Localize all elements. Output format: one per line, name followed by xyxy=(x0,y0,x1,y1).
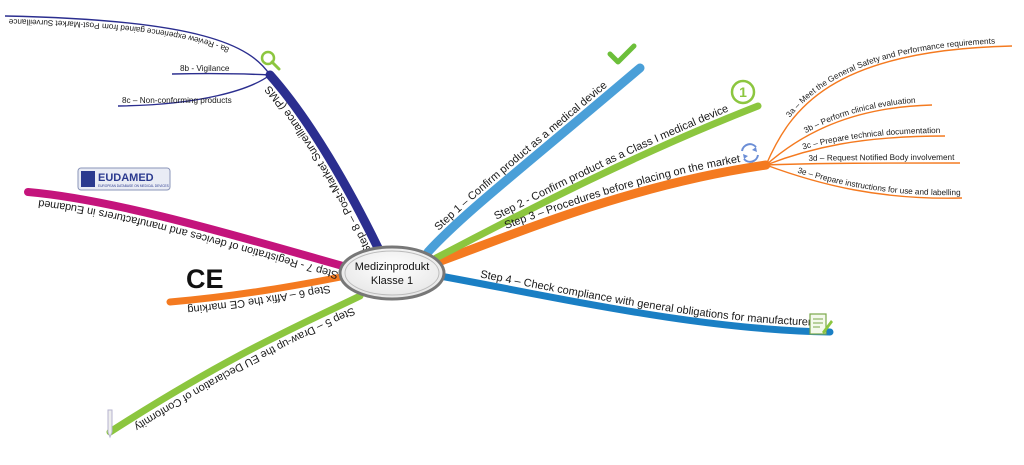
center-title-line2: Klasse 1 xyxy=(371,275,413,287)
eudamed-logo: EUDAMED EUROPEAN DATABASE ON MEDICAL DEV… xyxy=(77,167,171,191)
label-3d: 3d – Request Notified Body involvement xyxy=(808,153,955,163)
eudamed-logo-text: EUDAMED xyxy=(98,172,154,184)
branch-step4-line xyxy=(436,272,834,336)
label-8b: 8b - Vigilance xyxy=(180,64,230,73)
branch-step2-line xyxy=(432,102,762,262)
label-step5: Step 5 – Draw-up the EU Declaration of C… xyxy=(132,304,357,433)
label-3e: 3e – Prepare instructions for use and la… xyxy=(796,166,961,197)
branch-step5-line xyxy=(106,292,364,436)
document-pen-icon xyxy=(809,313,833,335)
label-8c: 8c – Non-conforming products xyxy=(122,96,232,105)
branch-step1-line xyxy=(423,63,645,257)
checkmark-icon xyxy=(607,43,637,65)
label-step8: Step 8 – Post-Market Surveillance (PMS xyxy=(263,83,375,255)
number-one-digit: 1 xyxy=(739,84,747,100)
magnifier-icon xyxy=(260,50,281,71)
refresh-icon xyxy=(741,143,759,163)
center-title-line1: Medizinprodukt xyxy=(355,261,430,273)
branch-step6-line xyxy=(166,272,350,306)
sub-line-8b xyxy=(171,72,271,76)
ce-mark-text: CE xyxy=(186,264,224,294)
branch-step3-line xyxy=(433,160,771,267)
ce-mark-icon: CE xyxy=(186,264,224,294)
eudamed-logo-tagline: EUROPEAN DATABASE ON MEDICAL DEVICES xyxy=(98,184,169,188)
label-step4: Step 4 – Check compliance with general o… xyxy=(479,269,817,329)
branch-step8-line xyxy=(265,70,385,257)
pen-icon xyxy=(107,409,113,439)
sub-line-3d xyxy=(765,162,961,166)
center-node: Medizinprodukt Klasse 1 xyxy=(338,245,446,301)
branch-step7-line xyxy=(24,188,354,272)
number-one-icon: 1 xyxy=(730,79,756,105)
